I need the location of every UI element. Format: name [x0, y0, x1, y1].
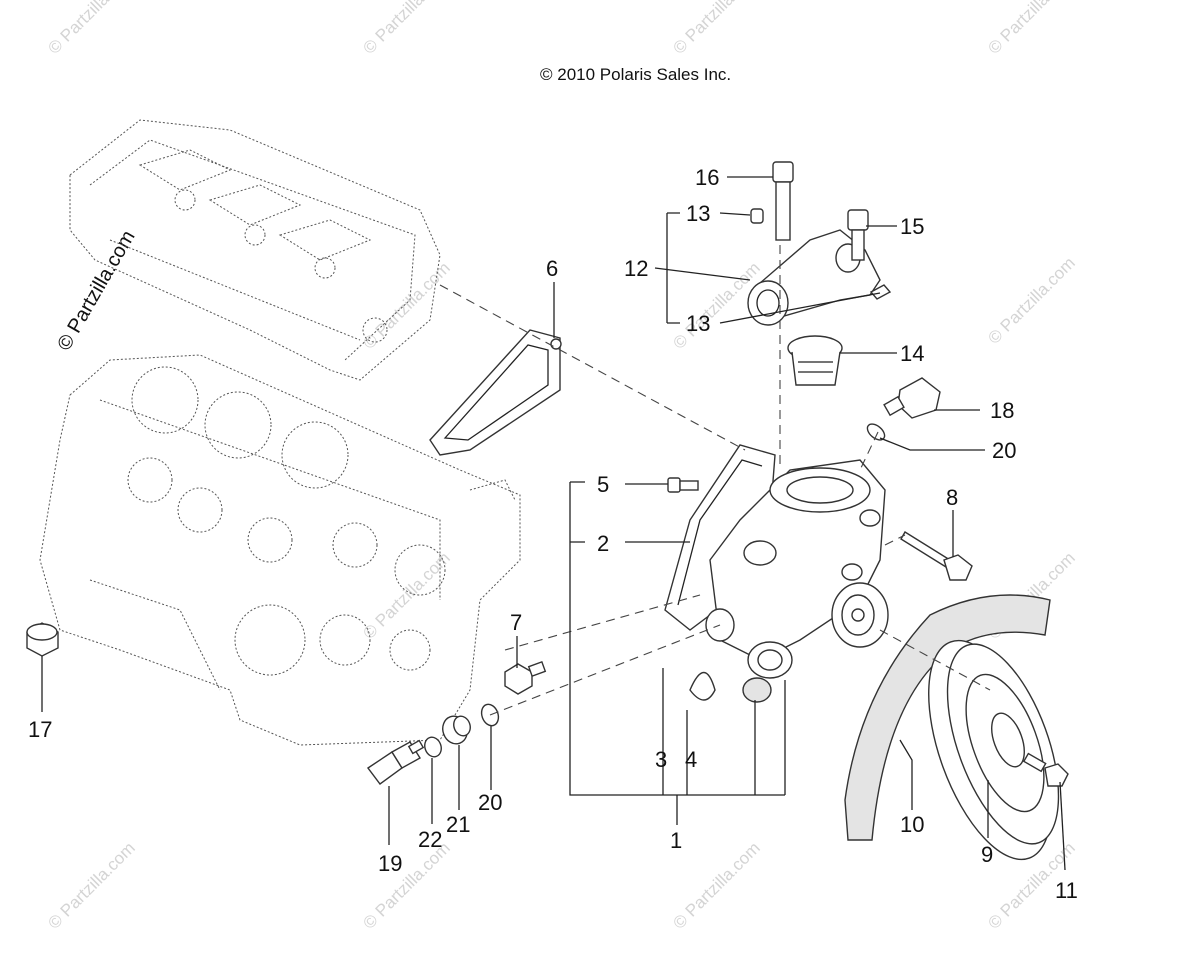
assembly-line — [859, 431, 879, 471]
callout-6: 6 — [546, 256, 558, 281]
gasket-part-6 — [429, 329, 561, 456]
callout-labels: 1 2 3 4 5 6 7 8 9 10 11 12 13 13 14 15 1… — [28, 165, 1078, 903]
watermark: © Partzilla.com — [669, 838, 763, 932]
watermark: © Partzilla.com — [44, 0, 138, 58]
watermark: © Partzilla.com — [669, 0, 763, 58]
callout-2: 2 — [597, 531, 609, 556]
pulley-part-9 — [928, 639, 1060, 861]
drain-plug-part-17 — [26, 622, 59, 657]
callout-21: 21 — [446, 812, 470, 837]
callout-14: 14 — [900, 341, 924, 366]
temp-sensor-part-19 — [366, 739, 425, 785]
adapter-part-21 — [442, 715, 471, 745]
water-pump-illustration — [664, 444, 889, 703]
watermark: © Partzilla.com — [984, 253, 1078, 347]
callout-4: 4 — [685, 747, 697, 772]
watermark: © Partzilla.com — [359, 838, 453, 932]
callout-17: 17 — [28, 717, 52, 742]
bolt-part-16 — [772, 161, 794, 241]
assembly-line — [504, 594, 701, 651]
callout-8: 8 — [946, 485, 958, 510]
bolt-part-7 — [504, 661, 547, 695]
assembly-line — [439, 284, 746, 451]
callout-5: 5 — [597, 472, 609, 497]
assembly-line — [489, 624, 721, 716]
watermark-side: © Partzilla.com — [53, 227, 139, 355]
bolt-part-11 — [1022, 752, 1069, 787]
callout-22: 22 — [418, 827, 442, 852]
callout-3: 3 — [655, 747, 667, 772]
watermark-layer: © Partzilla.com © Partzilla.com © Partzi… — [44, 0, 1078, 933]
watermark: © Partzilla.com — [984, 0, 1078, 58]
assembly-line — [884, 534, 906, 546]
callout-20-left: 20 — [478, 790, 502, 815]
callout-9: 9 — [981, 842, 993, 867]
callout-13-top: 13 — [686, 201, 710, 226]
callout-16: 16 — [695, 165, 719, 190]
callout-10: 10 — [900, 812, 924, 837]
callout-19: 19 — [378, 851, 402, 876]
bolt-part-8 — [900, 531, 973, 581]
callout-12: 12 — [624, 256, 648, 281]
callout-20-right: 20 — [992, 438, 1016, 463]
callout-7: 7 — [510, 610, 522, 635]
callout-15: 15 — [900, 214, 924, 239]
engine-block-illustration — [39, 354, 521, 746]
callout-1: 1 — [670, 828, 682, 853]
cylinder-head-illustration — [69, 119, 441, 381]
watermark: © Partzilla.com — [359, 0, 453, 58]
callout-13-bottom: 13 — [686, 311, 710, 336]
bolt-part-15 — [847, 209, 869, 261]
bolt-part-5 — [667, 477, 699, 493]
watermark: © Partzilla.com — [44, 838, 138, 932]
copyright-notice: © 2010 Polaris Sales Inc. — [540, 65, 731, 84]
plug-part-18 — [883, 377, 941, 419]
washer-part-22 — [424, 736, 442, 758]
assembly-line — [879, 629, 991, 691]
callout-11: 11 — [1055, 878, 1078, 903]
washer-part-20 — [866, 423, 886, 441]
callout-18: 18 — [990, 398, 1014, 423]
leader-lines — [41, 176, 1066, 871]
thermostat-illustration — [787, 335, 843, 386]
watermark: © Partzilla.com — [359, 258, 453, 352]
thermostat-housing-illustration — [747, 208, 892, 326]
